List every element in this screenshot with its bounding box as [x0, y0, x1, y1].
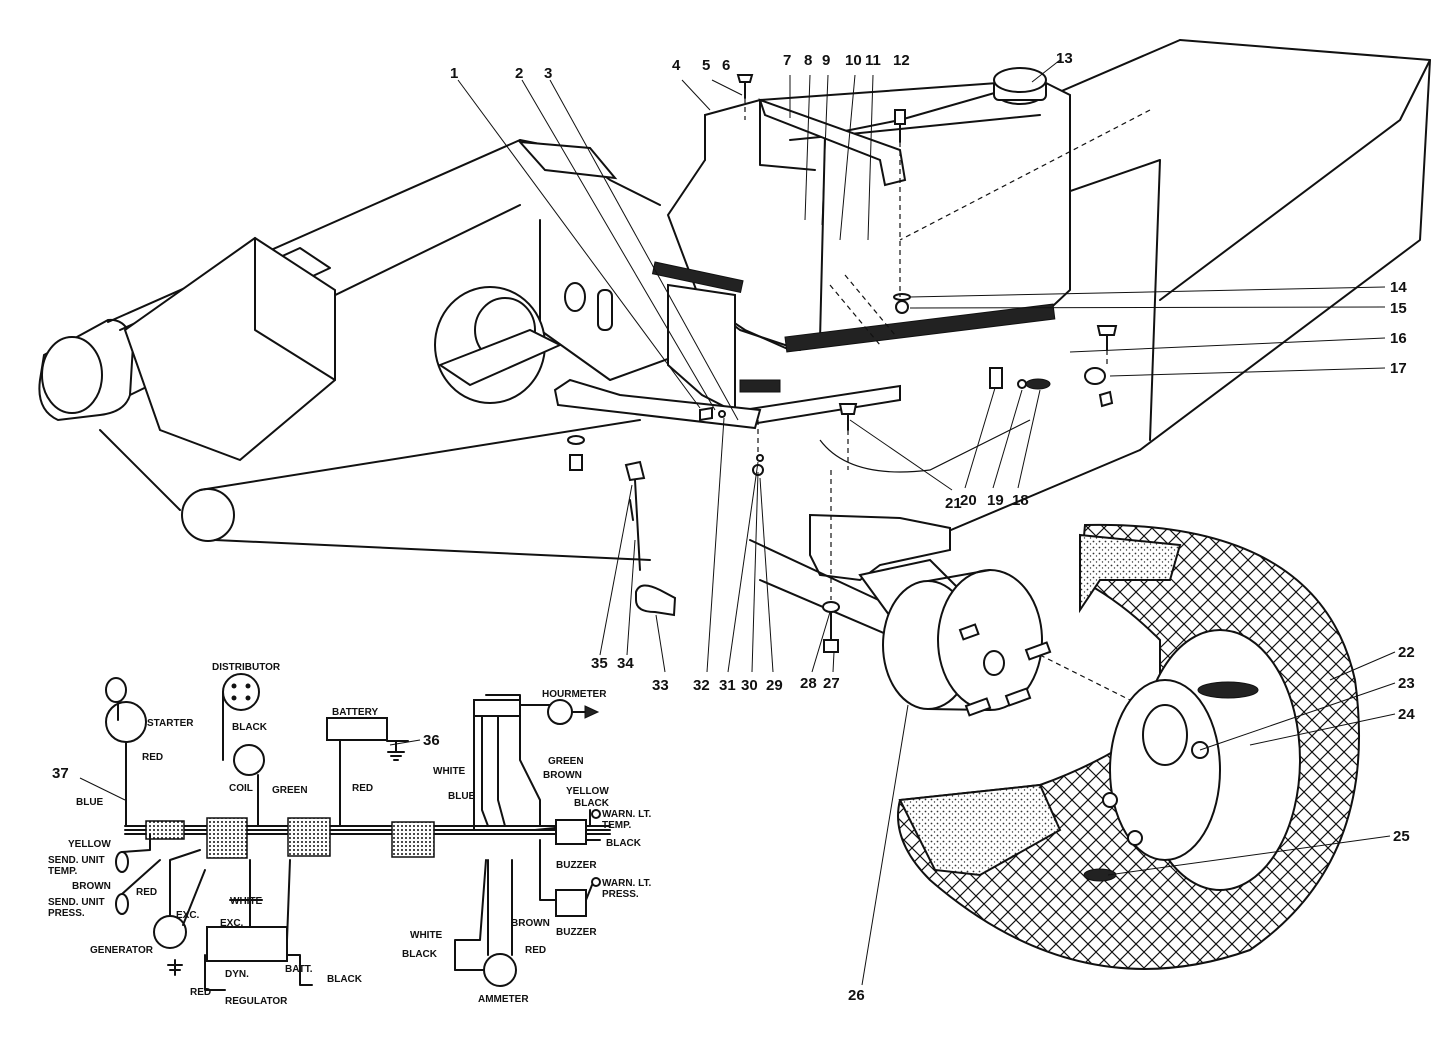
part-19: 19	[987, 492, 1004, 509]
label-ammeter: AMMETER	[478, 994, 529, 1005]
vehicle-frame	[38, 39, 1431, 561]
label-red-starter: RED	[142, 752, 163, 763]
label-coil: COIL	[229, 783, 253, 794]
label-red-battery: RED	[352, 783, 373, 794]
part-11: 11	[865, 52, 881, 69]
label-warn-temp: WARN. LT.TEMP.	[602, 809, 651, 831]
part-37: 37	[52, 765, 69, 782]
label-black-temp: BLACK	[606, 838, 642, 849]
label-buzzer-1: BUZZER	[556, 860, 597, 871]
tire-cutaway	[897, 523, 1361, 970]
part-12: 12	[893, 52, 910, 69]
part-4: 4	[672, 57, 681, 74]
part-10: 10	[845, 52, 862, 69]
tank-mount-plate	[667, 283, 901, 427]
hardware-bolts	[567, 74, 1118, 653]
label-yellow-buzz: YELLOW	[566, 786, 609, 797]
part-15: 15	[1390, 300, 1407, 317]
label-red-reg: RED	[190, 987, 211, 998]
label-brown-send: BROWN	[72, 881, 111, 892]
part-9: 9	[822, 52, 830, 69]
part-3: 3	[544, 65, 552, 82]
label-hourmeter: HOURMETER	[542, 689, 607, 700]
label-exc-gen: EXC.	[176, 910, 200, 921]
part-29: 29	[766, 677, 783, 694]
label-starter: STARTER	[147, 718, 194, 729]
part-30: 30	[741, 677, 758, 694]
label-red-send: RED	[136, 887, 157, 898]
part-24: 24	[1398, 706, 1415, 723]
part-7: 7	[783, 52, 791, 69]
label-warn-press: WARN. LT.PRESS.	[602, 878, 651, 900]
part-27: 27	[823, 675, 840, 692]
label-generator: GENERATOR	[90, 945, 154, 956]
part-33: 33	[652, 677, 669, 694]
part-2: 2	[515, 65, 523, 82]
part-14: 14	[1390, 279, 1407, 296]
label-white-hm: WHITE	[433, 766, 466, 777]
label-exc-reg: EXC.	[220, 918, 244, 929]
label-distributor: DISTRIBUTOR	[212, 662, 281, 673]
label-brown-buzz2: BROWN	[511, 918, 550, 929]
label-brown-hm: BROWN	[543, 770, 582, 781]
label-batt: BATT.	[285, 964, 313, 975]
part-36: 36	[423, 732, 440, 749]
label-black-amm: BLACK	[402, 949, 438, 960]
label-black-buzz: BLACK	[574, 798, 610, 809]
label-red-amm: RED	[525, 945, 546, 956]
label-buzzer-2: BUZZER	[556, 927, 597, 938]
wiring-diagram	[105, 673, 611, 991]
label-regulator: REGULATOR	[225, 996, 288, 1007]
part-17: 17	[1390, 360, 1407, 377]
rear-bracket	[809, 513, 951, 582]
label-black-reg: BLACK	[327, 974, 363, 985]
label-blue-hm: BLUE	[448, 791, 476, 802]
explode-lines	[744, 98, 1151, 701]
part-5: 5	[702, 57, 710, 74]
part-31: 31	[719, 677, 736, 694]
part-26: 26	[848, 987, 865, 1004]
label-green-hm: GREEN	[548, 756, 584, 767]
part-21: 21	[945, 495, 962, 512]
label-black-dist: BLACK	[232, 722, 268, 733]
wiring-labels: DISTRIBUTOR STARTER BLACK RED COIL GREEN…	[48, 662, 651, 1007]
part-number-labels: 1 2 3 4 5 6 7 8 9 10 11 12 13 14 15 16 1…	[52, 50, 1415, 1004]
part-6: 6	[722, 57, 730, 74]
label-white-reg: WHITE	[230, 896, 263, 907]
part-16: 16	[1390, 330, 1407, 347]
label-blue: BLUE	[76, 797, 104, 808]
leader-lines	[79, 59, 1396, 986]
part-28: 28	[800, 675, 817, 692]
part-1: 1	[450, 65, 458, 82]
part-8: 8	[804, 52, 812, 69]
label-battery: BATTERY	[332, 707, 378, 718]
part-25: 25	[1393, 828, 1410, 845]
part-35: 35	[591, 655, 608, 672]
part-23: 23	[1398, 675, 1415, 692]
part-13: 13	[1056, 50, 1073, 67]
label-green-coil: GREEN	[272, 785, 308, 796]
part-18: 18	[1012, 492, 1029, 509]
part-22: 22	[1398, 644, 1415, 661]
part-34: 34	[617, 655, 634, 672]
wheel-hub-drum	[882, 569, 1052, 717]
label-yellow-send: YELLOW	[68, 839, 111, 850]
part-20: 20	[960, 492, 977, 509]
left-brake-drum	[434, 286, 563, 404]
part-32: 32	[693, 677, 710, 694]
label-dyn: DYN.	[225, 969, 249, 980]
label-white-amm: WHITE	[410, 930, 443, 941]
